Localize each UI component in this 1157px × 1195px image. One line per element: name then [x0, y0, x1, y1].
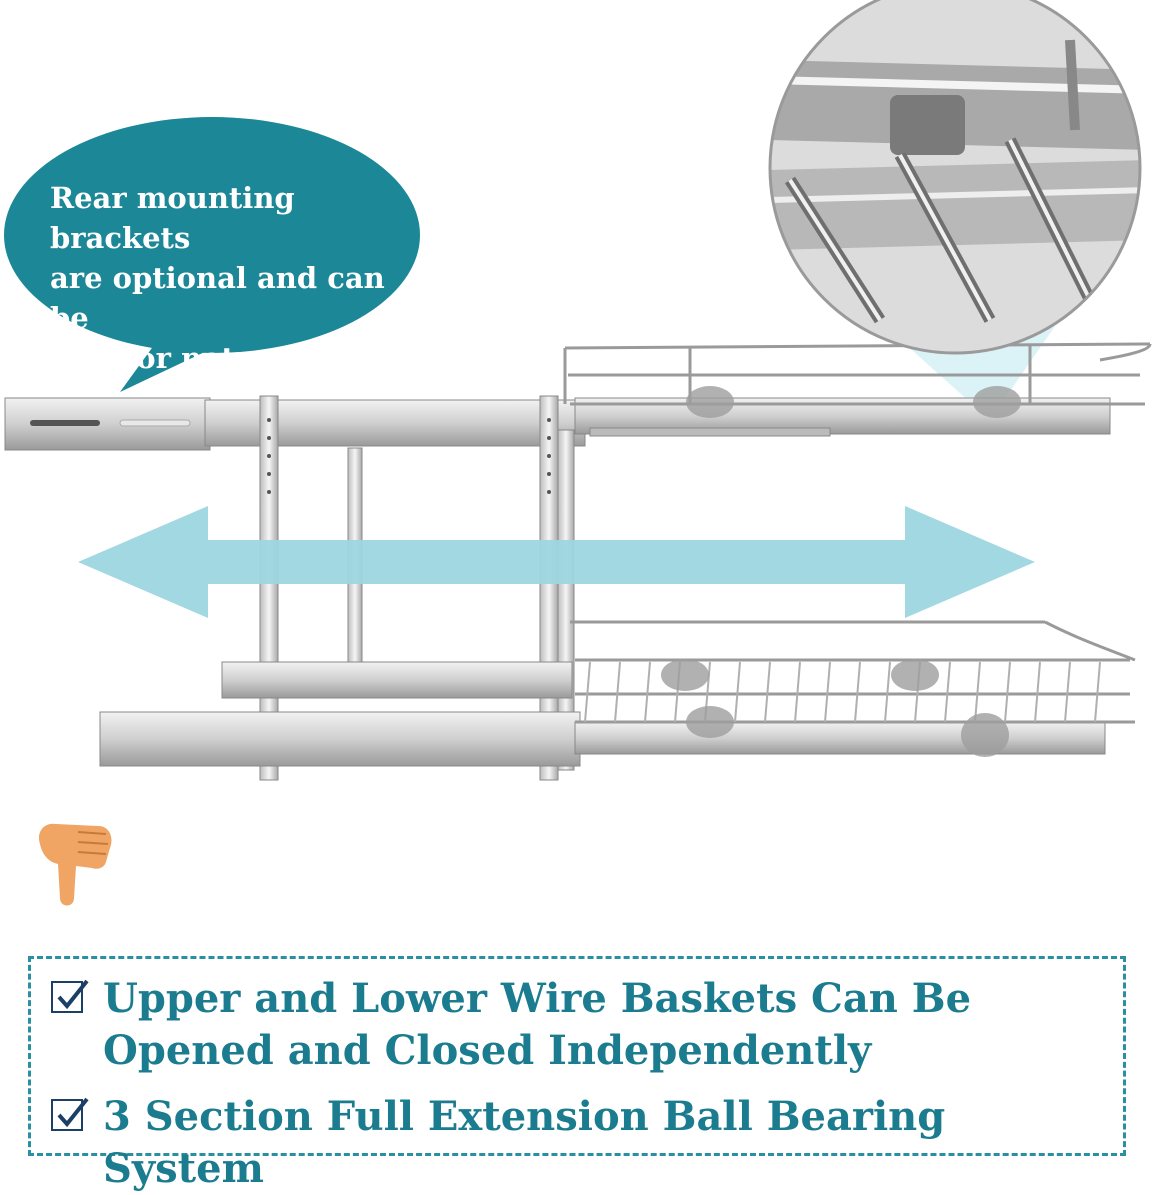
- lower-slide: [574, 721, 1106, 755]
- upper-wire-basket: [563, 342, 1152, 406]
- lower-wire-basket: [570, 620, 1136, 724]
- product-infographic: Rear mounting brackets are optional and …: [4, 0, 1152, 1192]
- feature-item: 3 Section Full Extension Ball Bearing Sy…: [51, 1091, 1091, 1195]
- double-arrow-icon: [78, 506, 1035, 618]
- features-box: Upper and Lower Wire Baskets Can Be Open…: [28, 956, 1126, 1192]
- lower-frame-rail: [99, 711, 581, 767]
- callout-line-3: used or not: [50, 341, 235, 375]
- zoom-magnifier-circle: [770, 0, 1140, 353]
- checkbox-checked-icon: [51, 1097, 89, 1131]
- feature-text: 3 Section Full Extension Ball Bearing Sy…: [103, 1093, 946, 1192]
- pointing-hand-icon: [38, 823, 112, 906]
- pull-out-basket-illustration: [4, 0, 1152, 781]
- callout-line-2: are optional and can be: [50, 261, 385, 335]
- callout-bubble: [4, 117, 420, 392]
- lower-inner-slide: [221, 661, 573, 699]
- callout-text: Rear mounting brackets are optional and …: [50, 178, 410, 378]
- feature-item: Upper and Lower Wire Baskets Can Be Open…: [51, 973, 1091, 1077]
- checkbox-checked-icon: [51, 979, 89, 1013]
- feature-text: Upper and Lower Wire Baskets Can Be Open…: [103, 975, 972, 1074]
- callout-bubble-body: [4, 117, 420, 353]
- callout-line-1: Rear mounting brackets: [50, 181, 295, 255]
- callout-bubble-tail: [120, 330, 230, 392]
